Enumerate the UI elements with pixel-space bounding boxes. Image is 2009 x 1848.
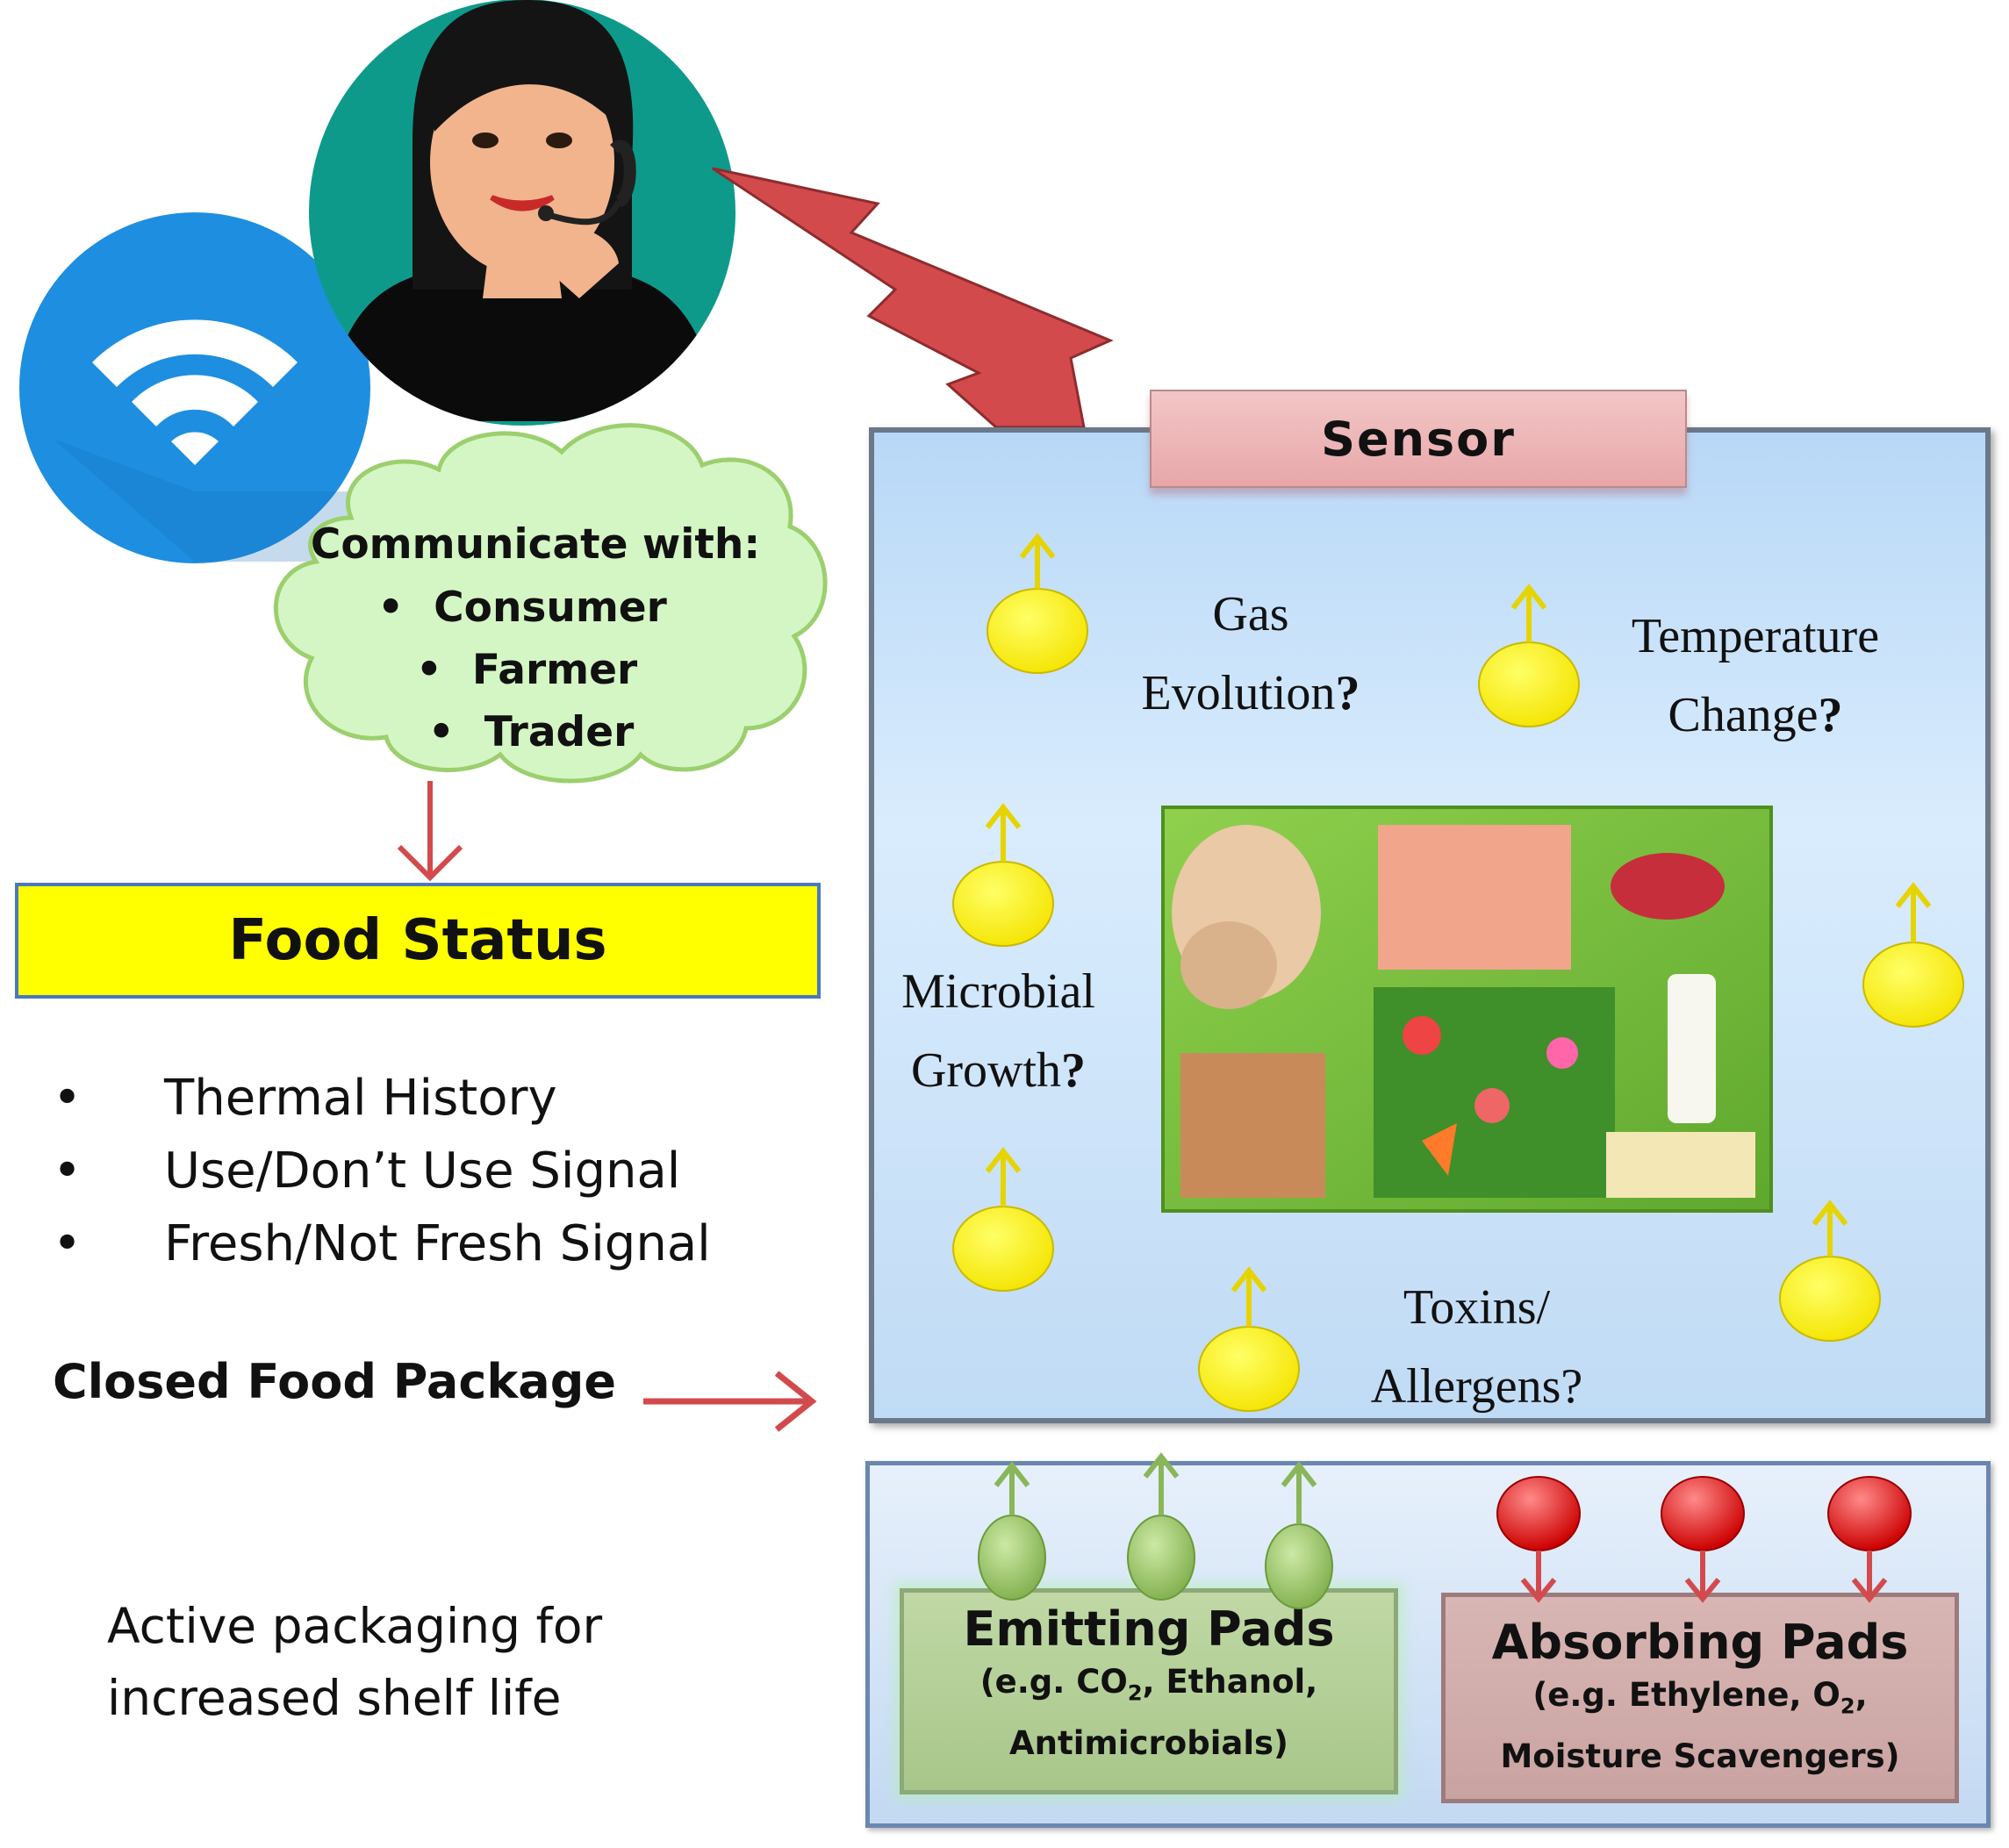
- gas-evolution-label: Gas Evolution?: [1141, 587, 1360, 720]
- cloud-item-trader: •Trader: [427, 708, 635, 756]
- gas-molecule: [952, 803, 1054, 947]
- emitted-molecule: [1127, 1452, 1195, 1601]
- status-item-fresh: •Fresh/Not Fresh Signal: [53, 1215, 711, 1272]
- toxins-allergens-label: Toxins/ Allergens?: [1370, 1280, 1583, 1414]
- food-status-box: Food Status: [15, 883, 821, 999]
- cloud-item-consumer: •Consumer: [377, 584, 667, 632]
- gas-molecule: [1198, 1266, 1300, 1412]
- emitted-molecule: [1265, 1461, 1333, 1609]
- active-packaging-label: Active packaging for increased shelf lif…: [107, 1598, 603, 1726]
- absorbing-pads: Absorbing Pads (e.g. Ethylene, O2, Moist…: [1441, 1593, 1959, 1803]
- microbial-growth-label: Microbial Growth?: [901, 964, 1095, 1098]
- status-item-thermal: •Thermal History: [53, 1070, 557, 1127]
- food-image: [1161, 806, 1773, 1213]
- emitted-molecule: [978, 1461, 1046, 1601]
- emitting-pads: Emitting Pads (e.g. CO2, Ethanol, Antimi…: [900, 1588, 1398, 1794]
- temperature-change-label: Temperature Change?: [1631, 609, 1880, 742]
- absorbed-molecule: [1496, 1476, 1581, 1603]
- communicate-with-text: Communicate with: •Consumer •Farmer •Tra…: [290, 513, 781, 763]
- food-status-list: •Thermal History •Use/Don’t Use Signal •…: [53, 1062, 711, 1280]
- communication-cloud: [273, 423, 828, 784]
- gas-molecule: [1478, 584, 1580, 727]
- gas-molecule: [1779, 1200, 1881, 1342]
- gas-molecule: [987, 533, 1088, 674]
- wifi-icon: [19, 212, 370, 563]
- gas-molecule: [952, 1147, 1054, 1292]
- gas-molecule: [1862, 882, 1964, 1028]
- absorbed-molecule: [1827, 1476, 1912, 1603]
- operator-avatar: [309, 0, 735, 426]
- sensor-label: Sensor: [1150, 390, 1687, 488]
- status-item-use: •Use/Don’t Use Signal: [53, 1142, 681, 1200]
- closed-food-package-label: Closed Food Package: [53, 1354, 617, 1409]
- absorbed-molecule: [1661, 1476, 1745, 1603]
- cloud-item-farmer: •Farmer: [415, 646, 638, 694]
